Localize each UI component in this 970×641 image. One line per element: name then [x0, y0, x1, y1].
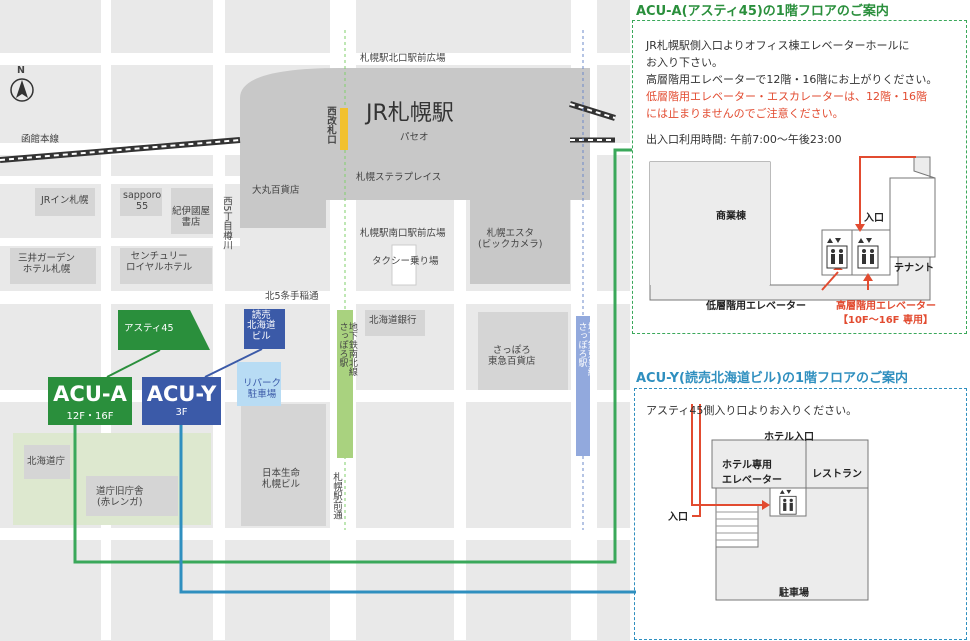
west-gate-label: 西改札口: [324, 106, 336, 144]
sapporo55-label: sapporo 55: [123, 190, 162, 212]
panel-a-line1: JR札幌駅側入口よりオフィス棟エレベーターホールに: [646, 39, 910, 52]
restaurant-label: レストラン: [812, 469, 862, 480]
repark-lot: [237, 362, 281, 406]
yomiuri-marker: [244, 309, 285, 349]
kita5-label: 北5条手稲通: [265, 291, 319, 302]
hokkaido-bank-label: 北海道銀行: [369, 315, 417, 326]
panel-y-floorplan: [691, 404, 869, 601]
plaza-north-label: 札幌駅北口駅前広場: [360, 53, 446, 64]
high-elevator-icon: [857, 238, 879, 269]
akarenga-label: 道庁旧庁舎 (赤レンガ): [96, 486, 144, 508]
route-acu-a: [73, 148, 632, 564]
acu-a-tag[interactable]: ACU-A 12F・16F: [48, 377, 132, 425]
plaza-south-label: 札幌駅南口駅前広場: [360, 228, 446, 239]
panel-y-line1: アスティ45側入り口よりお入りください。: [646, 404, 858, 417]
hotel-elevator-label: ホテル専用 エレベーター: [722, 460, 782, 486]
acu-y-floors: 3F: [175, 407, 188, 418]
tokyu-label: さっぽろ 東急百貨店: [488, 345, 536, 367]
ekimae-dori-label: 札幌駅前通: [330, 472, 342, 520]
acu-y-name: ACU-Y: [146, 382, 217, 406]
station-name: JR札幌駅: [366, 101, 454, 126]
namboku-label: 地下鉄南北線 さっぽろ駅: [337, 322, 357, 376]
paseo-label: パセオ: [400, 132, 429, 143]
repark-label: リパーク 駐車場: [243, 378, 282, 400]
dochou-label: 北海道庁: [27, 456, 66, 467]
panel-y-entrance-label: 入口: [668, 512, 688, 523]
acu-a-floors: 12F・16F: [66, 411, 114, 422]
low-elevator-label: 低層階用エレベーター: [706, 301, 806, 312]
kinokuniya-label: 紀伊國屋 書店: [172, 206, 211, 228]
taxi-label: タクシー乗り場: [372, 256, 439, 267]
panel-a-title: ACU-A(アスティ45)の1階フロアのご案内: [636, 4, 889, 19]
low-elevator-icon: [826, 238, 848, 269]
parking-label: 駐車場: [779, 588, 809, 599]
panel-y-title: ACU-Y(読売北海道ビル)の1階フロアのご案内: [636, 371, 908, 386]
nissay-label: 日本生命 札幌ビル: [262, 468, 301, 490]
stellar-label: 札幌ステラプレイス: [356, 172, 442, 183]
astey45-marker: [118, 310, 210, 350]
century-label: センチュリー ロイヤルホテル: [126, 251, 193, 273]
compass-circle: [10, 78, 34, 102]
tenant-label: テナント: [894, 263, 934, 274]
taxi-area: [391, 244, 417, 286]
acu-y-tag[interactable]: ACU-Y 3F: [142, 377, 221, 425]
high-elevator-floors: 【10F〜16F 専用】: [838, 315, 933, 326]
commercial-label: 商業棟: [716, 211, 746, 222]
panel-a-text: JR札幌駅側入口よりオフィス棟エレベーターホールに お入り下さい。 高層階用エレ…: [646, 37, 937, 122]
north-label: N: [17, 65, 25, 76]
west-gate-marker: [340, 108, 348, 150]
acu-a-name: ACU-A: [53, 382, 127, 406]
hotel-entrance-label: ホテル入口: [764, 432, 814, 443]
esta-label: 札幌エスタ (ビックカメラ): [478, 228, 543, 250]
north-arrow-icon: [16, 80, 28, 98]
panel-a-entrance-label: 入口: [864, 213, 884, 224]
jr-station-building: [240, 68, 590, 284]
mitsui-label: 三井ガーデン ホテル札幌: [18, 253, 76, 275]
nishi5-label: 西5丁目樽川: [220, 196, 232, 250]
high-elevator-label: 高層階用エレベーター: [836, 301, 936, 312]
hotel-elevator-icon: [779, 489, 797, 515]
route-acu-y: [179, 425, 636, 594]
toho-station: [576, 316, 590, 456]
panel-a-line2: お入り下さい。: [646, 56, 723, 70]
toho-label: 地下鉄東豊線 さっぽろ駅: [576, 322, 596, 376]
panel-a-hours: 出入口利用時間: 午前7:00〜午後23:00: [646, 133, 842, 146]
panel-a-warn1: 低層階用エレベーター・エスカレーターは、12階・16階: [646, 90, 927, 104]
namboku-station: [337, 310, 353, 458]
daimaru-label: 大丸百貨店: [252, 185, 300, 196]
panel-a-box: [632, 20, 967, 334]
jr-inn-label: JRイン札幌: [41, 195, 89, 206]
panel-y-box: [634, 388, 967, 640]
yomiuri-label: 読売 北海道 ビル: [247, 310, 276, 342]
astey45-label: アスティ45: [124, 323, 174, 334]
hakodate-line-label: 函館本線: [21, 134, 60, 145]
panel-a-warn2: には止まりませんのでご注意ください。: [646, 107, 844, 121]
panel-a-line3: 高層階用エレベーターで12階・16階にお上がりください。: [646, 73, 938, 87]
